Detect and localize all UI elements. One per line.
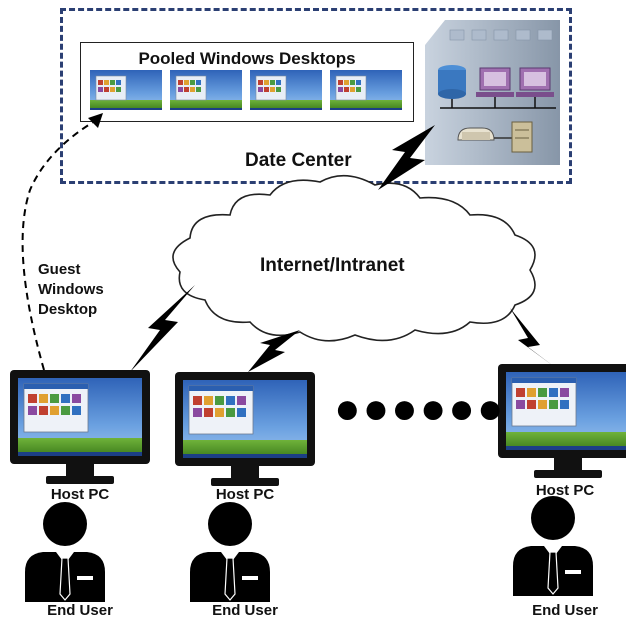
pooled-desktop-thumbnail [329,69,403,111]
pooled-desktop-thumbnail [249,69,323,111]
network-label: Internet/Intranet [260,255,405,276]
data-center-label: Date Center [245,150,352,171]
end-user-icon [189,501,271,603]
guest-desktop-arrow [21,117,101,371]
host-pc-monitor-2 [174,371,316,487]
host-pc-label: Host PC [50,486,110,503]
pooled-desktop-thumbnail [169,69,243,111]
host-pc-monitor-1 [9,369,151,485]
data-center-building-icon [425,20,560,165]
host-pc-label: Host PC [215,486,275,503]
connection-bolt-pc2 [248,330,300,372]
guest-label-line: Desktop [38,301,98,318]
end-user-label: End User [532,602,598,619]
pooled-desktops-title: Pooled Windows Desktops [138,49,356,68]
guest-label-line: Windows [38,281,104,298]
host-pc-label: Host PC [535,482,595,499]
connection-bolt-pc3 [510,308,556,368]
connection-bolt-pc1 [130,285,195,372]
more-clients-ellipsis: ●●●●●● [334,384,506,433]
end-user-label: End User [47,602,113,619]
guest-label-line: Guest [38,261,81,278]
connection-bolt-datacenter [378,125,435,190]
end-user-label: End User [212,602,278,619]
end-user-icon [512,495,594,597]
host-pc-monitor-3 [497,363,626,479]
arrow-head-icon [88,113,103,128]
end-user-icon [24,501,106,603]
pooled-desktop-thumbnail [89,69,163,111]
internet-cloud [172,174,536,342]
guest-desktop-label: Guest Windows Desktop [38,260,104,320]
